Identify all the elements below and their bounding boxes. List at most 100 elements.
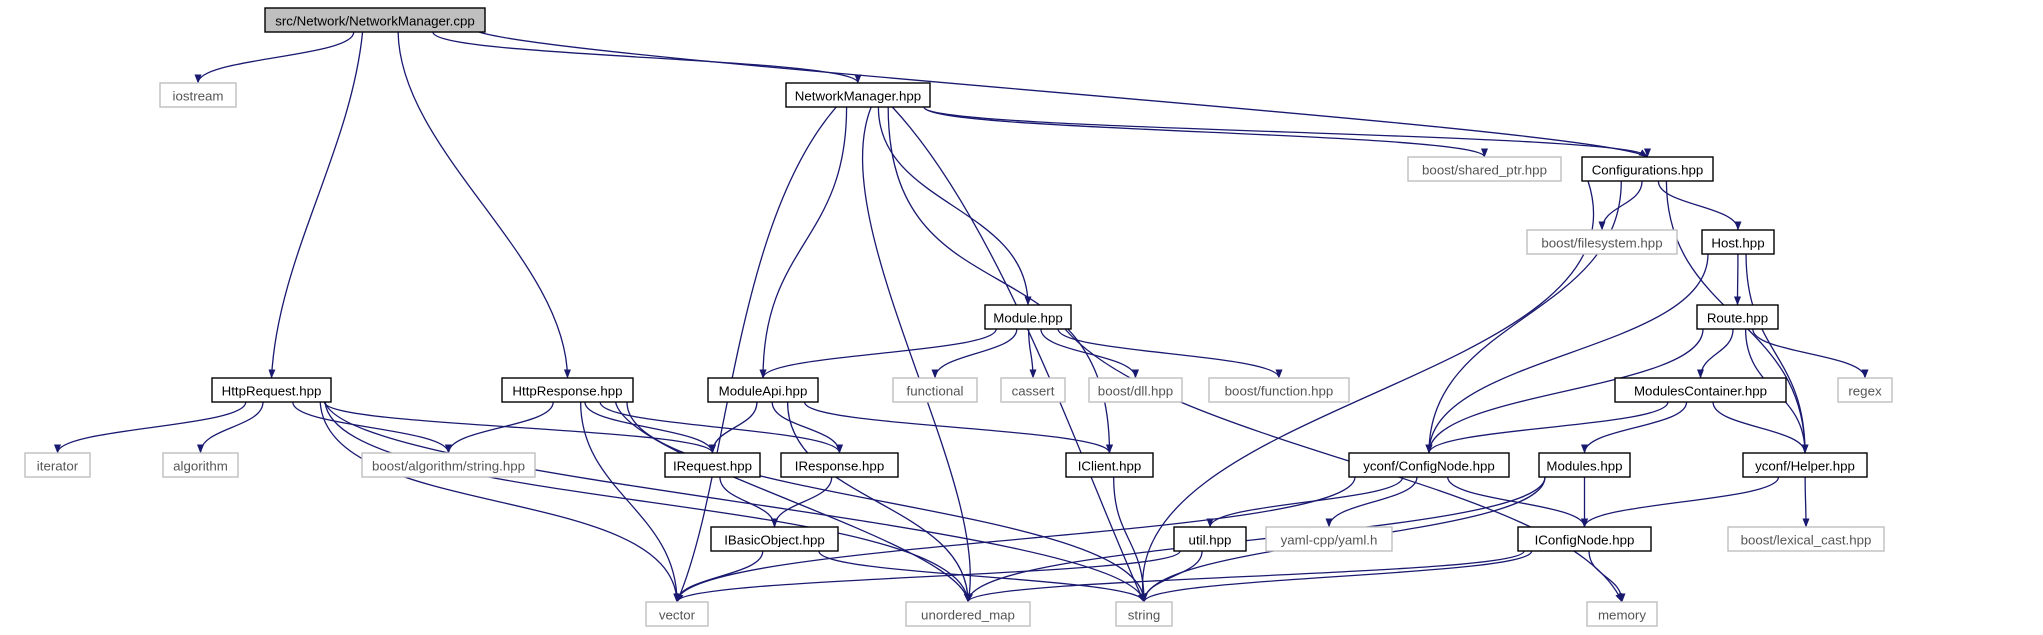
node-label-shared_ptr: boost/shared_ptr.hpp [1422, 163, 1547, 178]
node-box-ibasic [710, 526, 839, 552]
node-box-lexical [1727, 526, 1885, 552]
node-label-iterator: iterator [37, 459, 79, 474]
node-function: boost/function.hpp [1208, 377, 1350, 403]
node-label-string: string [1128, 608, 1161, 623]
node-algorithm: algorithm [162, 452, 239, 478]
node-label-route: Route.hpp [1707, 311, 1768, 326]
node-box-yconfignode [1348, 452, 1510, 478]
edge-nmhpp-to-iclient [887, 106, 1113, 454]
node-helper[interactable]: yconf/Helper.hpp [1742, 452, 1868, 478]
node-module[interactable]: Module.hpp [984, 304, 1072, 330]
edge-modules_container-to-yconfignode [1425, 401, 1669, 454]
edge-moduleapi-to-irequest [709, 401, 758, 454]
edge-nmhpp-to-vector [676, 106, 837, 603]
node-nmhpp[interactable]: NetworkManager.hpp [785, 82, 931, 108]
node-config[interactable]: Configurations.hpp [1581, 156, 1714, 182]
edge-module-to-functional [931, 328, 1018, 379]
node-label-helper: yconf/Helper.hpp [1755, 459, 1855, 474]
node-label-unordered_map: unordered_map [921, 608, 1015, 623]
node-label-modules: Modules.hpp [1546, 459, 1622, 474]
node-box-memory [1586, 601, 1658, 627]
node-box-algostring [361, 452, 536, 478]
edge-httpreq-to-vector [319, 401, 681, 603]
node-iclient[interactable]: IClient.hpp [1065, 452, 1154, 478]
edge-iclient-to-string [1112, 476, 1148, 603]
node-ibasic[interactable]: IBasicObject.hpp [710, 526, 839, 552]
node-box-irequest [664, 452, 761, 478]
edge-nmhpp-to-moduleapi [759, 106, 848, 379]
node-box-function [1208, 377, 1350, 403]
node-iresponse[interactable]: IResponse.hpp [780, 452, 899, 478]
node-label-util: util.hpp [1189, 533, 1232, 548]
node-box-algorithm [162, 452, 239, 478]
node-httpresp[interactable]: HttpResponse.hpp [501, 377, 634, 403]
node-iterator: iterator [24, 452, 91, 478]
node-modules[interactable]: Modules.hpp [1538, 452, 1631, 478]
edge-httpresp-to-string [626, 401, 1148, 603]
node-functional: functional [892, 377, 978, 403]
edge-module-to-dll [1040, 328, 1139, 379]
edge-ibasic-to-vector [673, 550, 764, 603]
edge-root-to-iostream [194, 31, 355, 84]
node-label-yamlh: yaml-cpp/yaml.h [1281, 533, 1378, 548]
edge-httpreq-to-algorithm [197, 401, 264, 454]
node-label-yconfignode: yconf/ConfigNode.hpp [1363, 459, 1495, 474]
node-label-iresponse: IResponse.hpp [795, 459, 884, 474]
node-yconfignode[interactable]: yconf/ConfigNode.hpp [1348, 452, 1510, 478]
node-irequest[interactable]: IRequest.hpp [664, 452, 761, 478]
edge-yconfignode-to-iconfignode [1447, 476, 1588, 528]
node-box-root [264, 7, 486, 33]
node-box-helper [1742, 452, 1868, 478]
node-cassert: cassert [1000, 377, 1066, 403]
node-regex: regex [1837, 377, 1893, 403]
node-iconfignode[interactable]: IConfigNode.hpp [1517, 526, 1652, 552]
node-box-iresponse [780, 452, 899, 478]
node-route[interactable]: Route.hpp [1696, 304, 1779, 330]
edge-root-to-httpresp [397, 31, 571, 379]
node-string: string [1115, 601, 1173, 627]
node-label-cassert: cassert [1012, 384, 1055, 399]
node-moduleapi[interactable]: ModuleApi.hpp [707, 377, 819, 403]
edge-route-to-yconfignode [1425, 328, 1704, 454]
node-box-module [984, 304, 1072, 330]
node-box-util [1173, 526, 1247, 552]
node-host[interactable]: Host.hpp [1701, 229, 1775, 255]
node-shared_ptr: boost/shared_ptr.hpp [1407, 156, 1562, 182]
edge-config-to-yconfignode [1425, 180, 1622, 454]
edge-moduleapi-to-iclient [803, 401, 1113, 454]
node-label-irequest: IRequest.hpp [673, 459, 752, 474]
edge-module-to-function [1057, 328, 1283, 379]
edge-moduleapi-to-unordered_map [786, 401, 972, 603]
edge-host-to-yconfignode [1425, 253, 1709, 454]
node-box-unordered_map [905, 601, 1031, 627]
node-util[interactable]: util.hpp [1173, 526, 1247, 552]
node-box-httpresp [501, 377, 634, 403]
node-box-config [1581, 156, 1714, 182]
node-label-memory: memory [1598, 608, 1646, 623]
edge-httpresp-to-irequest [584, 401, 716, 454]
node-box-iconfignode [1517, 526, 1652, 552]
node-label-config: Configurations.hpp [1592, 163, 1704, 178]
node-box-filesystem [1526, 229, 1678, 255]
edge-yconfignode-to-yamlh [1325, 476, 1418, 528]
node-label-host: Host.hpp [1711, 236, 1764, 251]
edge-moduleapi-to-iresponse [771, 401, 843, 454]
node-unordered_map: unordered_map [905, 601, 1031, 627]
node-label-httpresp: HttpResponse.hpp [512, 384, 622, 399]
edge-route-to-regex [1752, 328, 1869, 379]
edge-iconfignode-to-memory [1588, 550, 1626, 603]
node-yamlh: yaml-cpp/yaml.h [1265, 526, 1393, 552]
edge-config-to-host [1657, 180, 1742, 231]
node-memory: memory [1586, 601, 1658, 627]
node-modules_container[interactable]: ModulesContainer.hpp [1614, 377, 1787, 403]
node-box-nmhpp [785, 82, 931, 108]
edge-iconfignode-to-unordered_map [964, 550, 1525, 603]
edge-ibasic-to-string [818, 550, 1148, 603]
edge-modules-to-unordered_map [964, 476, 1546, 603]
edge-httpreq-to-unordered_map [324, 401, 971, 603]
node-label-functional: functional [907, 384, 964, 399]
edge-httpreq-to-irequest [323, 401, 716, 454]
node-root[interactable]: src/Network/NetworkManager.cpp [264, 7, 486, 33]
node-httpreq[interactable]: HttpRequest.hpp [211, 377, 332, 403]
